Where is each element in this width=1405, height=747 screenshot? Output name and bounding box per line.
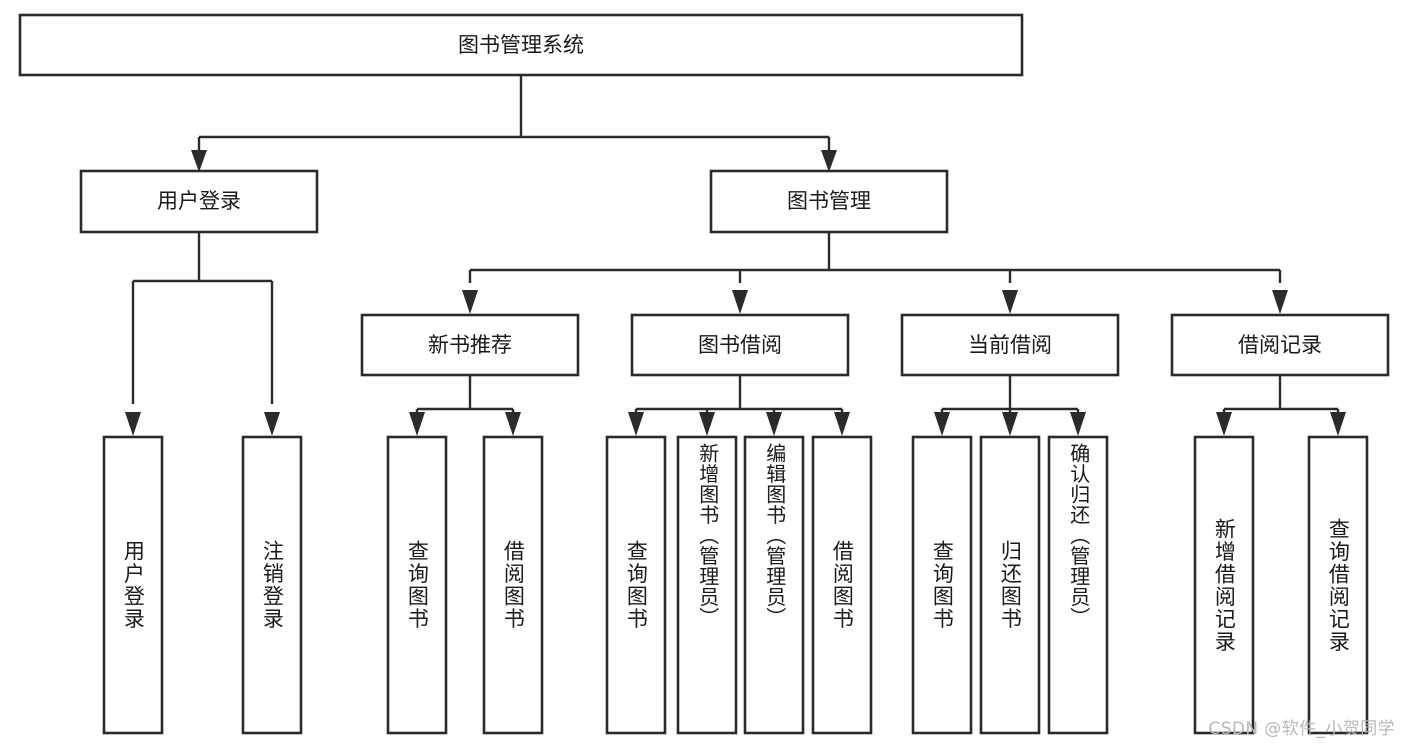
node-borrow-record[interactable]: 借阅记录: [1170, 313, 1390, 377]
arrowhead-to-leaf-add-record: [1216, 412, 1232, 436]
node-new-book-recommend-box[interactable]: [360, 313, 580, 377]
watermark-text: CSDN @软件_小贺同学: [1208, 719, 1395, 739]
node-leaf-query-book-3-box[interactable]: [911, 435, 973, 735]
node-book-borrow-box[interactable]: [630, 313, 850, 377]
connector-borrowrecord-bus: [1222, 375, 1340, 414]
node-root-box[interactable]: [18, 13, 1024, 77]
arrowhead-to-leaf-edit-book: [766, 412, 782, 436]
node-root-label: 图书管理系统: [458, 33, 584, 57]
arrowhead-to-leaf-query-book-2: [628, 412, 644, 436]
node-leaf-edit-book-box[interactable]: [743, 435, 805, 735]
connector-bookmanage-bus: [468, 232, 1282, 283]
node-leaf-user-login-box[interactable]: [102, 435, 164, 735]
node-book-manage-box[interactable]: [709, 169, 949, 234]
node-book-borrow-label: 图书借阅: [698, 333, 782, 357]
arrowhead-to-leaf-query-record: [1330, 412, 1346, 436]
node-borrow-record-label: 借阅记录: [1238, 333, 1322, 357]
arrowhead-to-new-book-recommend: [462, 290, 478, 314]
node-current-borrow-box[interactable]: [900, 313, 1120, 377]
node-current-borrow-label: 当前借阅: [968, 333, 1052, 357]
arrowhead-to-book-manage: [821, 150, 837, 172]
node-borrow-record-box[interactable]: [1170, 313, 1390, 377]
node-book-manage-label: 图书管理: [787, 189, 871, 213]
arrowhead-to-current-borrow: [1002, 290, 1018, 314]
connector-bookborrow-bus: [634, 375, 844, 414]
node-new-book-recommend[interactable]: 新书推荐: [360, 313, 580, 377]
node-current-borrow[interactable]: 当前借阅: [900, 313, 1120, 377]
arrowhead-to-leaf-return-book: [1002, 412, 1018, 436]
node-user-login-label: 用户登录: [157, 189, 241, 213]
connector-layer: [125, 76, 1346, 436]
arrowhead-to-leaf-query-book-1: [409, 412, 425, 436]
node-leaf-return-book-box[interactable]: [979, 435, 1041, 735]
arrowhead-to-user-login: [191, 150, 207, 172]
node-book-manage[interactable]: 图书管理: [709, 169, 949, 234]
arrowhead-to-book-borrow: [732, 290, 748, 314]
connector-newbook-bus: [415, 375, 515, 414]
node-leaf-query-book-2-box[interactable]: [605, 435, 667, 735]
arrowhead-to-leaf-borrow-book-2: [834, 412, 850, 436]
arrowhead-to-leaf-user-login: [125, 412, 141, 436]
node-leaf-logout-login-box[interactable]: [241, 435, 303, 735]
node-user-login-box[interactable]: [79, 169, 319, 234]
arrowhead-to-leaf-confirm-return: [1070, 412, 1086, 436]
node-user-login[interactable]: 用户登录: [79, 169, 319, 234]
node-leaf-add-record-box[interactable]: [1193, 435, 1255, 735]
node-leaf-query-record-box[interactable]: [1307, 435, 1369, 735]
node-leaf-confirm-return-box[interactable]: [1047, 435, 1109, 735]
node-leaf-borrow-book-2-box[interactable]: [811, 435, 873, 735]
arrowhead-to-leaf-add-book: [699, 412, 715, 436]
connector-userlogin-bus: [131, 232, 274, 404]
arrowhead-to-borrow-record: [1272, 290, 1288, 314]
node-leaf-add-book-box[interactable]: [676, 435, 738, 735]
leaf-box-layer: [102, 435, 1369, 735]
node-leaf-borrow-book-1-box[interactable]: [482, 435, 544, 735]
arrowhead-to-leaf-query-book-3: [934, 412, 950, 436]
node-book-borrow[interactable]: 图书借阅: [630, 313, 850, 377]
connector-root-bus: [197, 76, 831, 160]
node-leaf-query-book-1-box[interactable]: [386, 435, 448, 735]
node-new-book-recommend-label: 新书推荐: [428, 333, 512, 357]
arrowhead-to-leaf-logout-login: [264, 412, 280, 436]
connector-currentborrow-bus: [940, 375, 1080, 414]
node-root[interactable]: 图书管理系统: [18, 13, 1024, 77]
arrowhead-to-leaf-borrow-book-1: [505, 412, 521, 436]
